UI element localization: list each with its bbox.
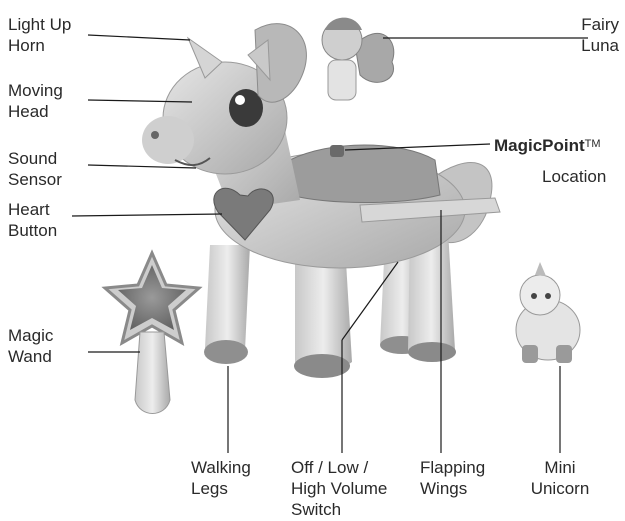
unicorn-figure: [142, 24, 500, 378]
magic-wand-figure: [105, 253, 199, 414]
label-magicpoint: MagicPointTM: [494, 134, 601, 156]
label-magicpoint-location: Location: [542, 166, 606, 187]
mini-unicorn-figure: [516, 262, 580, 363]
fairy-luna-figure: [322, 18, 394, 100]
